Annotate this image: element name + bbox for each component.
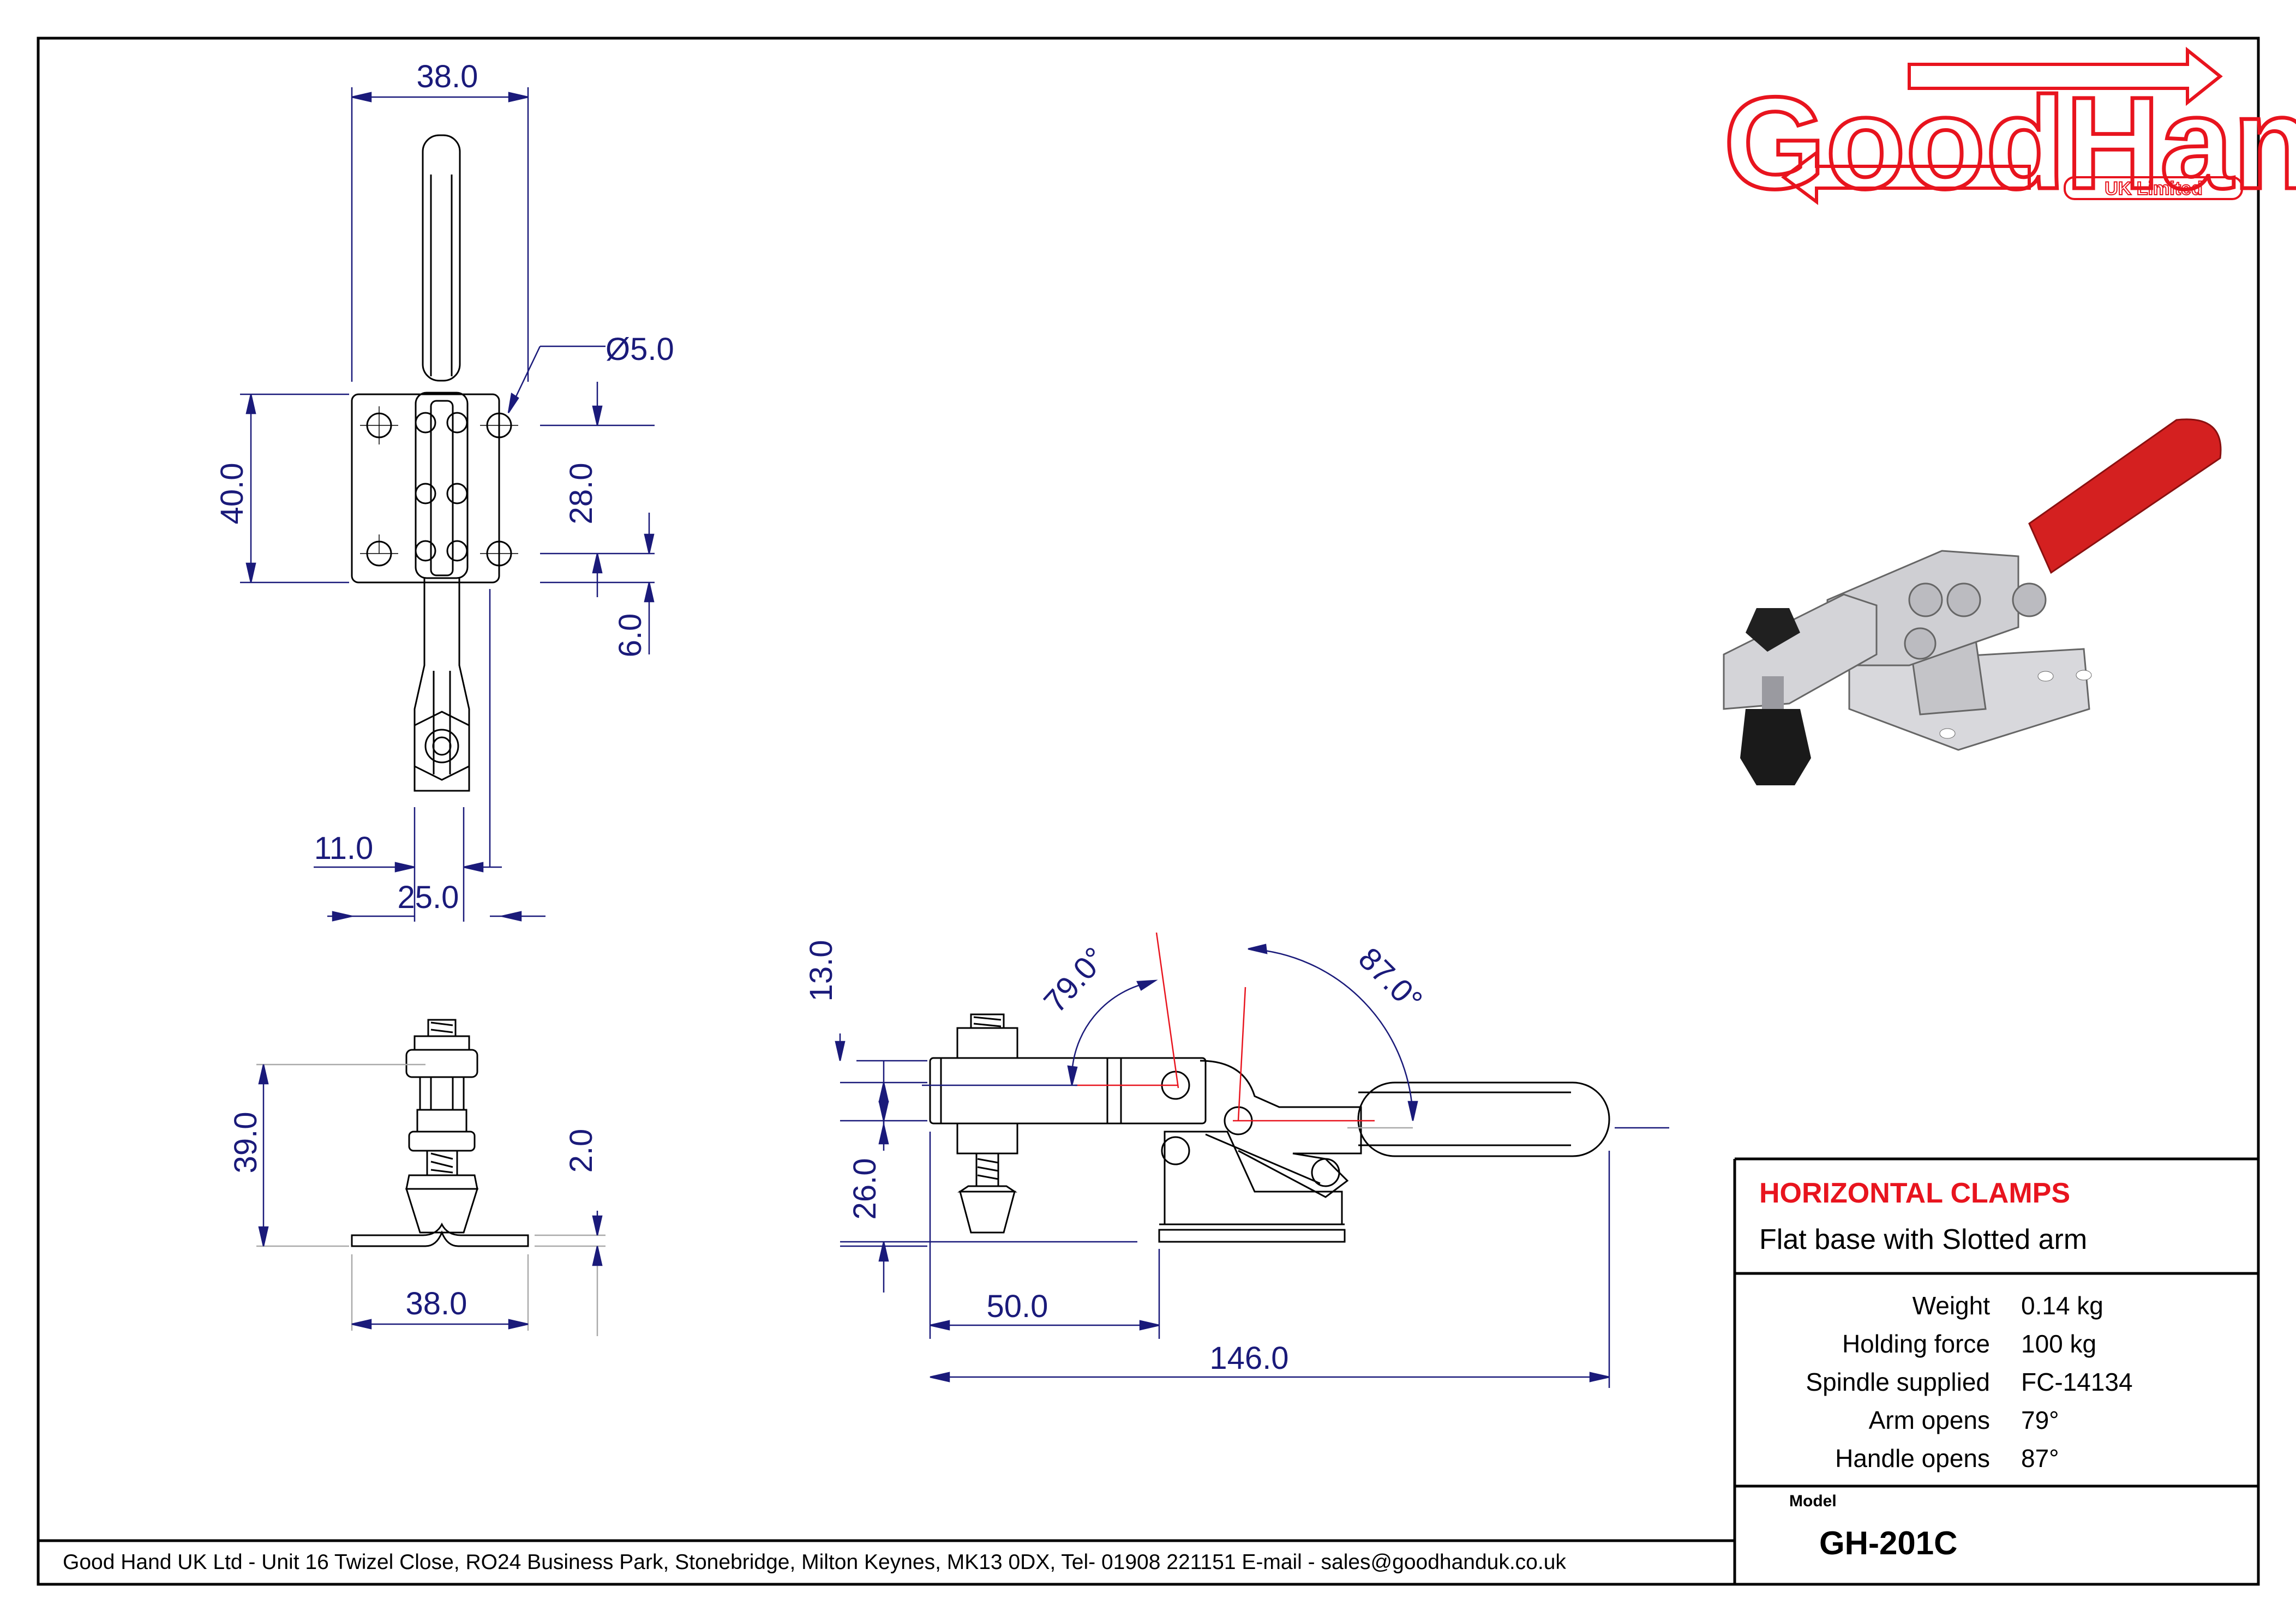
dim-side-146: 146.0: [1209, 1341, 1288, 1376]
spec-label-3: Arm opens: [1869, 1406, 1990, 1434]
dim-base-thick: 2.0: [563, 1129, 599, 1173]
dim-hole-dia: Ø5.0: [606, 332, 674, 367]
dim-side-26: 26.0: [847, 1158, 883, 1220]
dim-hole-pitch: 28.0: [563, 463, 599, 525]
spec-value-1: 100 kg: [2021, 1330, 2096, 1358]
dim-hole-offset: 6.0: [613, 614, 648, 658]
side-handle: [1357, 1081, 1610, 1157]
spec-value-2: FC-14134: [2021, 1368, 2133, 1396]
spec-label-2: Spindle supplied: [1806, 1368, 1990, 1396]
dim-side-13: 13.0: [804, 940, 839, 1002]
clamp-3d-render: [1723, 418, 2222, 785]
side-base: [1158, 1229, 1346, 1243]
spec-value-4: 87°: [2021, 1444, 2059, 1472]
model-number: GH-201C: [1819, 1525, 1957, 1561]
spec-value-3: 79°: [2021, 1406, 2059, 1434]
side-view-dimensions: [835, 943, 1669, 1388]
end-base: [351, 1222, 529, 1247]
logo-sub-text: UK Limited: [2105, 178, 2202, 199]
dim-end-width: 38.0: [406, 1286, 467, 1321]
dim-handle-angle: 87.0°: [1352, 941, 1429, 1018]
logo-arrow-bottom: [1781, 149, 2031, 205]
top-handle: [422, 134, 461, 382]
dim-offset-11: 11.0: [314, 831, 374, 866]
dim-top-width: 38.0: [417, 59, 478, 94]
side-arm: [929, 1057, 1207, 1125]
logo-arrow-top: [1908, 46, 2223, 106]
model-label: Model: [1789, 1492, 1837, 1510]
side-centerlines: [1075, 932, 1375, 1122]
spec-label-4: Handle opens: [1835, 1444, 1990, 1472]
dim-offset-25: 25.0: [398, 880, 459, 915]
spec-label-0: Weight: [1913, 1291, 1991, 1320]
dim-end-height: 39.0: [228, 1112, 263, 1174]
end-view-dimensions: [256, 1063, 606, 1336]
spec-value-0: 0.14 kg: [2021, 1291, 2103, 1320]
end-view: [351, 1019, 529, 1247]
top-view: [351, 134, 518, 792]
side-view: [929, 1013, 1610, 1243]
logo-sub-box: [2064, 176, 2243, 200]
top-base-plate: [351, 393, 500, 584]
spec-label-1: Holding force: [1842, 1330, 1990, 1358]
title-description: Flat base with Slotted arm: [1759, 1224, 2087, 1255]
spec-table: Weight 0.14 kg Holding force 100 kg Spin…: [1806, 1291, 2132, 1472]
sheet-border: [37, 37, 2260, 1586]
footer-address: Good Hand UK Ltd - Unit 16 Twizel Close,…: [63, 1550, 1566, 1574]
dim-base-length: 40.0: [214, 463, 250, 525]
top-view-dimensions: [240, 87, 655, 922]
title-block: [38, 1157, 2258, 1584]
dim-side-50: 50.0: [987, 1289, 1048, 1324]
title-category: HORIZONTAL CLAMPS: [1759, 1177, 2070, 1209]
render-red-handle: [2028, 418, 2222, 574]
